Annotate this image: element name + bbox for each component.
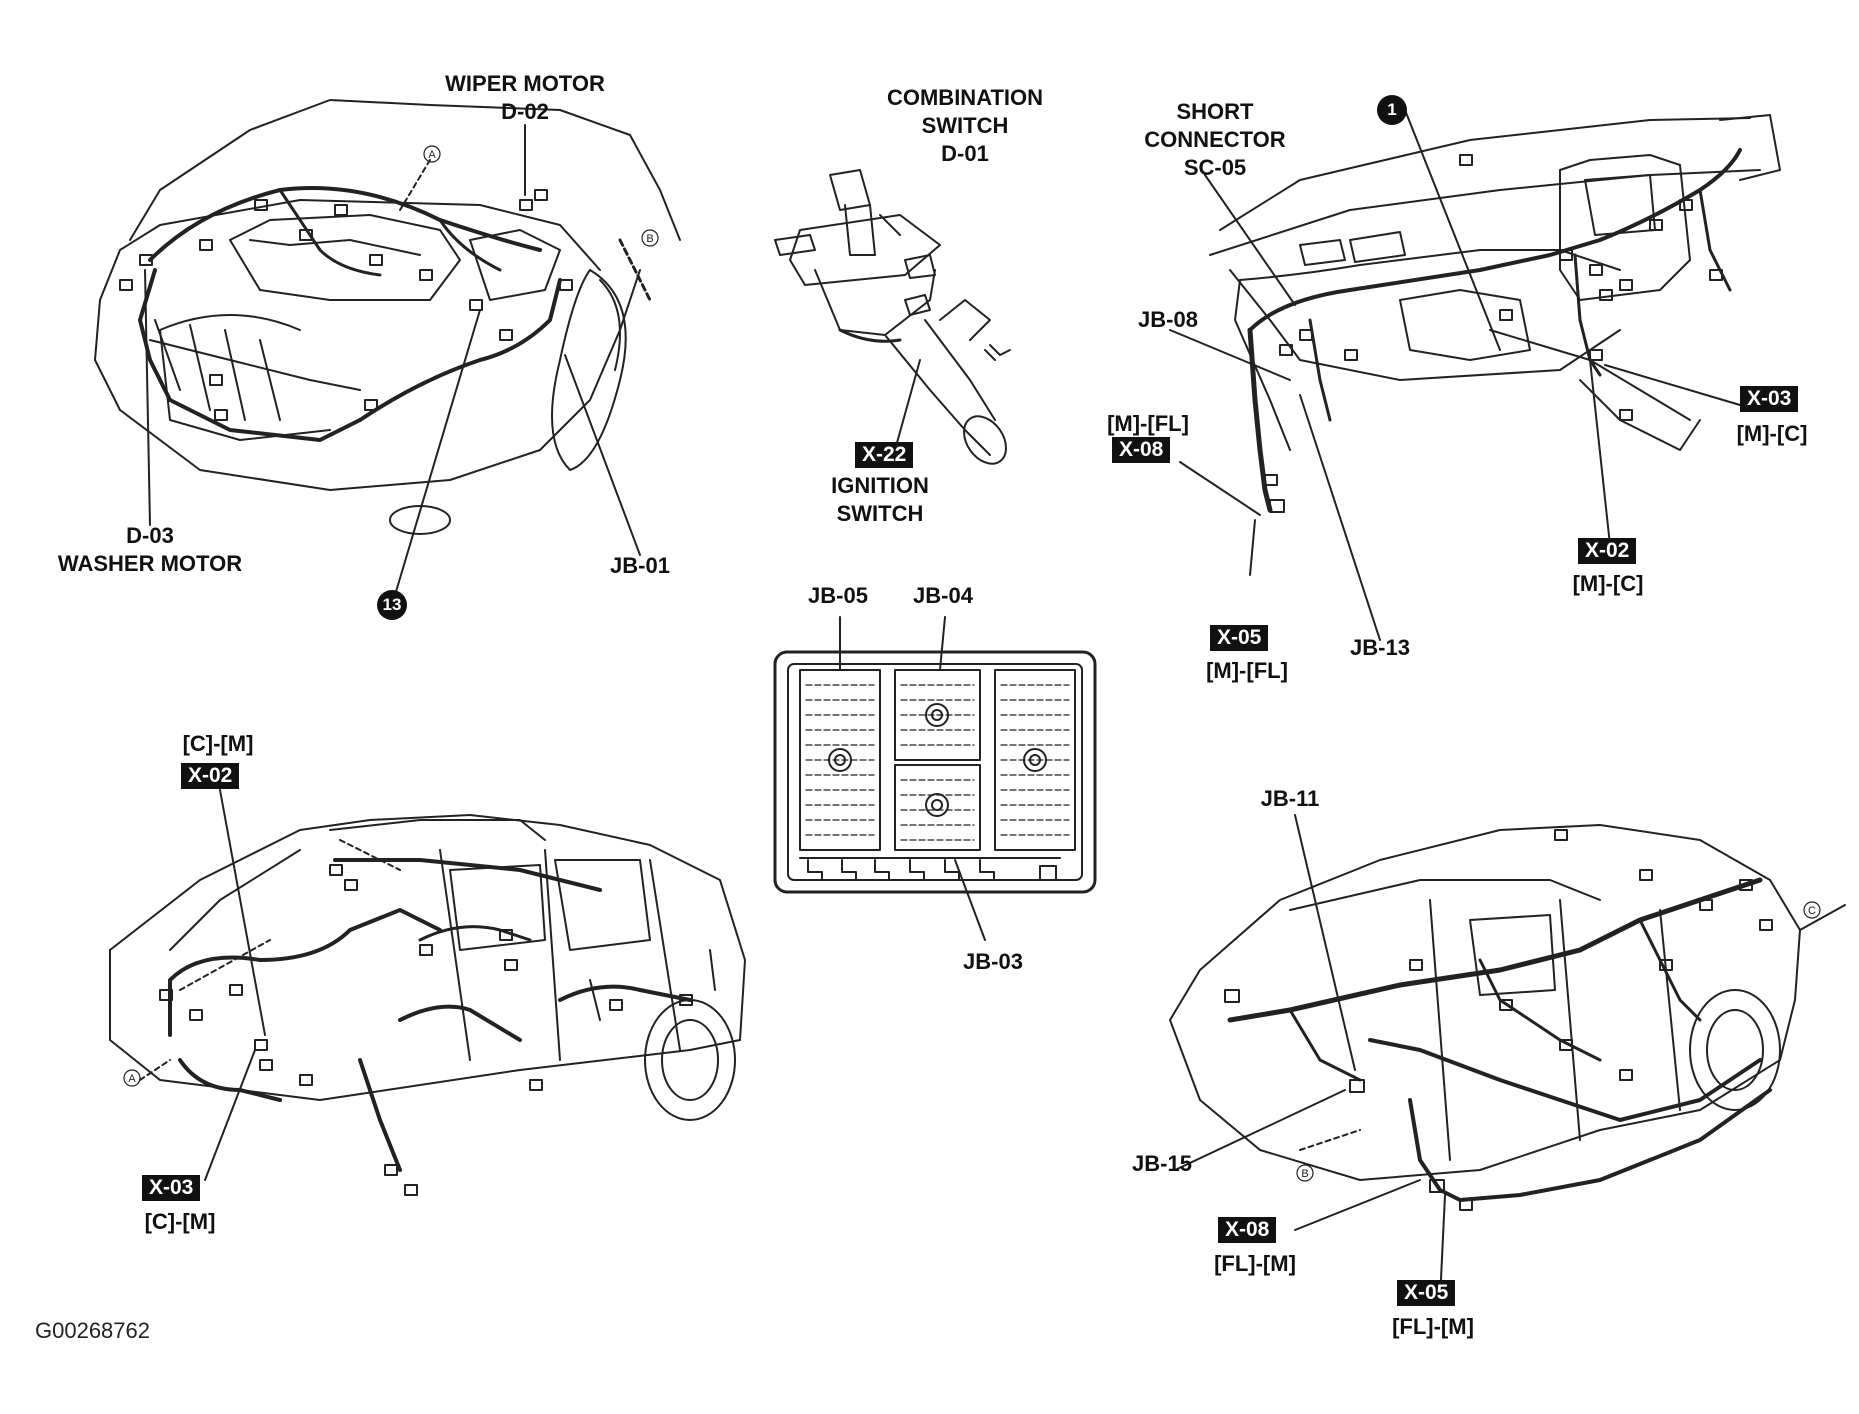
ignition-switch-line1: IGNITION	[831, 473, 929, 498]
short-connector-code: SC-05	[1183, 155, 1247, 180]
callout-circle-13: 13	[377, 590, 407, 620]
short-connector-line1: SHORT	[1176, 99, 1254, 124]
combination-switch-line2: SWITCH	[921, 113, 1009, 138]
instrument-panel-illustration	[1169, 109, 1781, 641]
jb-13-label: JB-13	[1350, 635, 1410, 660]
x-05-top-sub-label: [M]-[FL]	[1206, 658, 1288, 683]
junction-box-illustration	[773, 616, 1097, 941]
combination-switch-label: COMBINATION SWITCH D-01	[860, 84, 1070, 168]
callout-c-marker	[1803, 901, 1821, 919]
callout-b-top-marker	[641, 229, 659, 247]
callout-a-bottom-letter: A	[128, 1073, 136, 1085]
x-08-bottom-sub-label: [FL]-[M]	[1214, 1251, 1296, 1276]
steering-column-illustration	[774, 169, 1011, 465]
x-22-tag: X-22	[855, 442, 914, 468]
callout-a-top-letter: A	[428, 149, 436, 161]
short-connector-label: SHORT CONNECTOR SC-05	[1115, 98, 1315, 182]
callout-b-top-letter: B	[646, 233, 653, 245]
x-03-left-sub-label: [C]-[M]	[144, 1209, 216, 1234]
x-05-top-tag: X-05	[1210, 625, 1269, 651]
jb-15-label: JB-15	[1132, 1151, 1192, 1176]
x-02-right-tag: X-02	[1578, 538, 1637, 564]
callout-b-bottom-letter: B	[1301, 1168, 1308, 1180]
callout-circle-1: 1	[1377, 95, 1407, 125]
short-connector-line2: CONNECTOR	[1144, 127, 1286, 152]
x-02-left-tag: X-02	[181, 763, 240, 789]
jb-05-label: JB-05	[808, 583, 868, 608]
x-08-top-sub-label: [M]-[FL]	[1107, 411, 1189, 436]
wiper-motor-label: WIPER MOTOR D-02	[420, 70, 630, 126]
x-03-right-sub-label: [M]-[C]	[1736, 421, 1808, 446]
figure-code: G00268762	[35, 1318, 150, 1343]
wiper-motor-code: D-02	[501, 99, 549, 124]
x-05-bottom-tag: X-05	[1397, 1280, 1456, 1306]
washer-motor-name: WASHER MOTOR	[57, 551, 243, 576]
callout-a-bottom-marker	[123, 1069, 141, 1087]
jb-03-label: JB-03	[963, 949, 1023, 974]
wiper-motor-name: WIPER MOTOR	[445, 71, 605, 96]
combination-switch-line1: COMBINATION	[886, 85, 1044, 110]
x-03-right-tag: X-03	[1740, 386, 1799, 412]
x-03-left-tag: X-03	[142, 1175, 201, 1201]
callout-b-bottom-marker	[1296, 1164, 1314, 1182]
ignition-switch-line2: SWITCH	[836, 501, 924, 526]
ignition-switch-label: IGNITION SWITCH	[810, 472, 950, 528]
x-05-bottom-sub-label: [FL]-[M]	[1392, 1314, 1474, 1339]
jb-11-label: JB-11	[1260, 786, 1320, 811]
x-02-left-sub-label: [C]-[M]	[182, 731, 254, 756]
engine-bay-illustration	[94, 99, 681, 596]
x-08-top-tag: X-08	[1112, 437, 1171, 463]
washer-motor-code: D-03	[126, 523, 174, 548]
combination-switch-code: D-01	[941, 141, 989, 166]
x-08-bottom-tag: X-08	[1218, 1217, 1277, 1243]
jb-04-label: JB-04	[913, 583, 973, 608]
callout-a-top-marker	[423, 145, 441, 163]
floor-harness-illustration	[1169, 814, 1846, 1301]
washer-motor-label: D-03 WASHER MOTOR	[40, 522, 260, 578]
callout-c-letter: C	[1808, 905, 1816, 917]
cabin-harness-illustration	[109, 789, 746, 1196]
x-02-right-sub-label: [M]-[C]	[1572, 571, 1644, 596]
jb-08-label: JB-08	[1138, 307, 1198, 332]
jb-01-label: JB-01	[610, 553, 670, 578]
